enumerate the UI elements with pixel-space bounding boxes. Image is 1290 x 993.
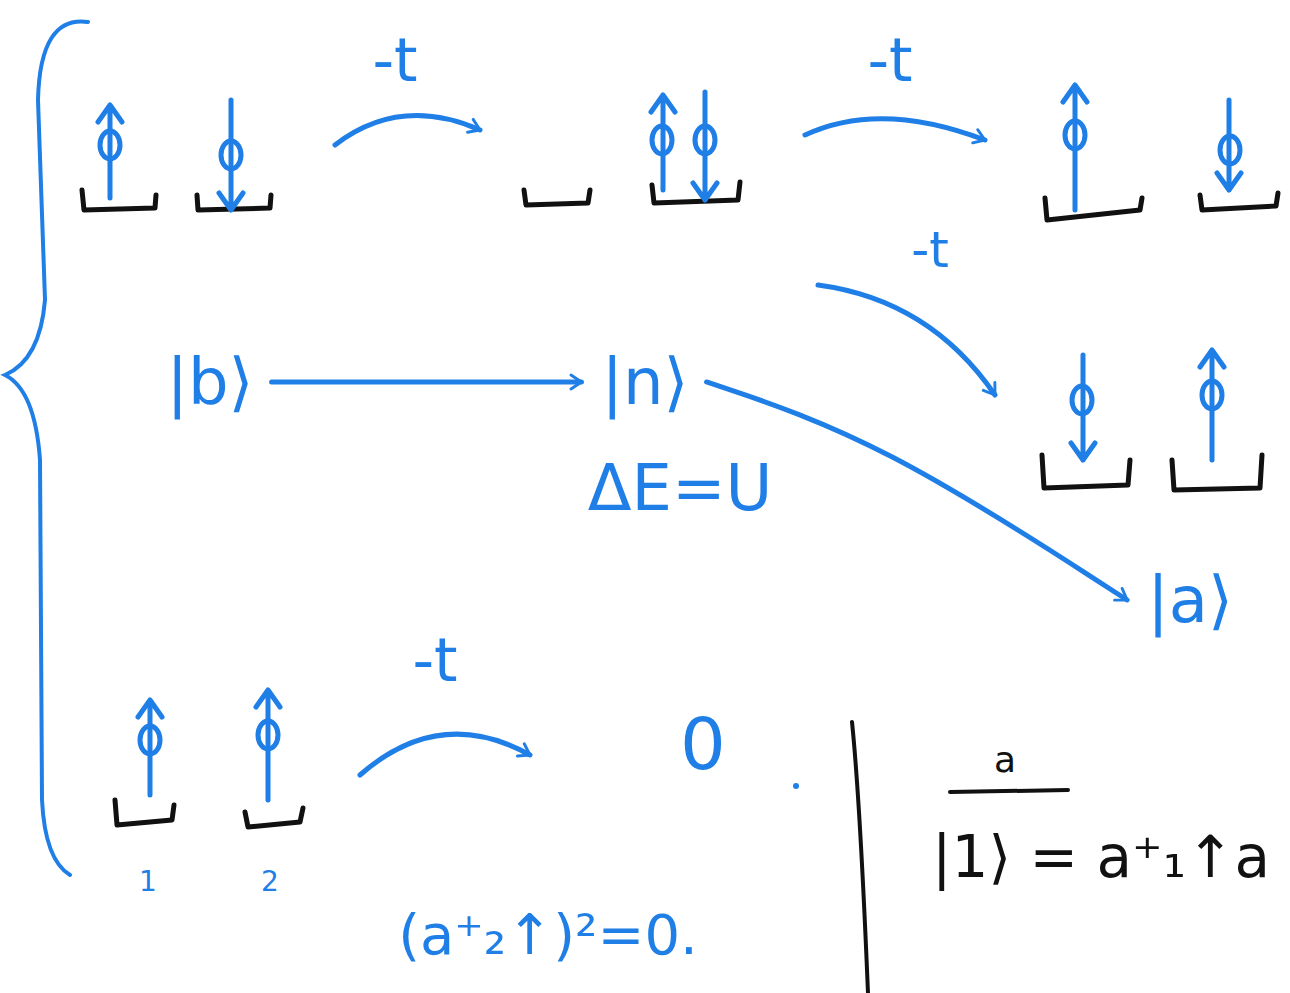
ket-label: |b⟩	[166, 347, 253, 417]
ket-label: |a⟩	[1147, 565, 1233, 635]
annotation-text: a	[994, 740, 1016, 780]
hopping-arrows	[335, 116, 995, 775]
annotation-text: (a⁺₂↑)²=0.	[398, 904, 698, 966]
annotation-text: 0	[680, 705, 726, 784]
ket-label: |n⟩	[601, 347, 688, 417]
annotation-text: -t	[867, 27, 912, 93]
dot	[793, 783, 799, 789]
annotation-text: -t	[372, 27, 417, 93]
overline	[950, 790, 1068, 792]
annotation-text: -t	[911, 223, 949, 278]
annotation-text: |1⟩ = a⁺₁↑a	[932, 826, 1270, 890]
electron-spins	[98, 85, 1241, 800]
state-ket: |a⟩	[1139, 561, 1241, 639]
transition-arrow	[272, 379, 582, 384]
annotation-text: 1	[139, 867, 157, 898]
state-ket: |n⟩	[593, 343, 696, 421]
state-ket: |b⟩	[158, 343, 261, 421]
annotation-text: 2	[261, 867, 279, 898]
brace	[5, 21, 88, 875]
potential-wells	[82, 182, 1278, 827]
annotation-text: -t	[412, 627, 457, 693]
annotation-text: ΔE=U	[588, 453, 773, 523]
divider-line	[852, 722, 868, 993]
